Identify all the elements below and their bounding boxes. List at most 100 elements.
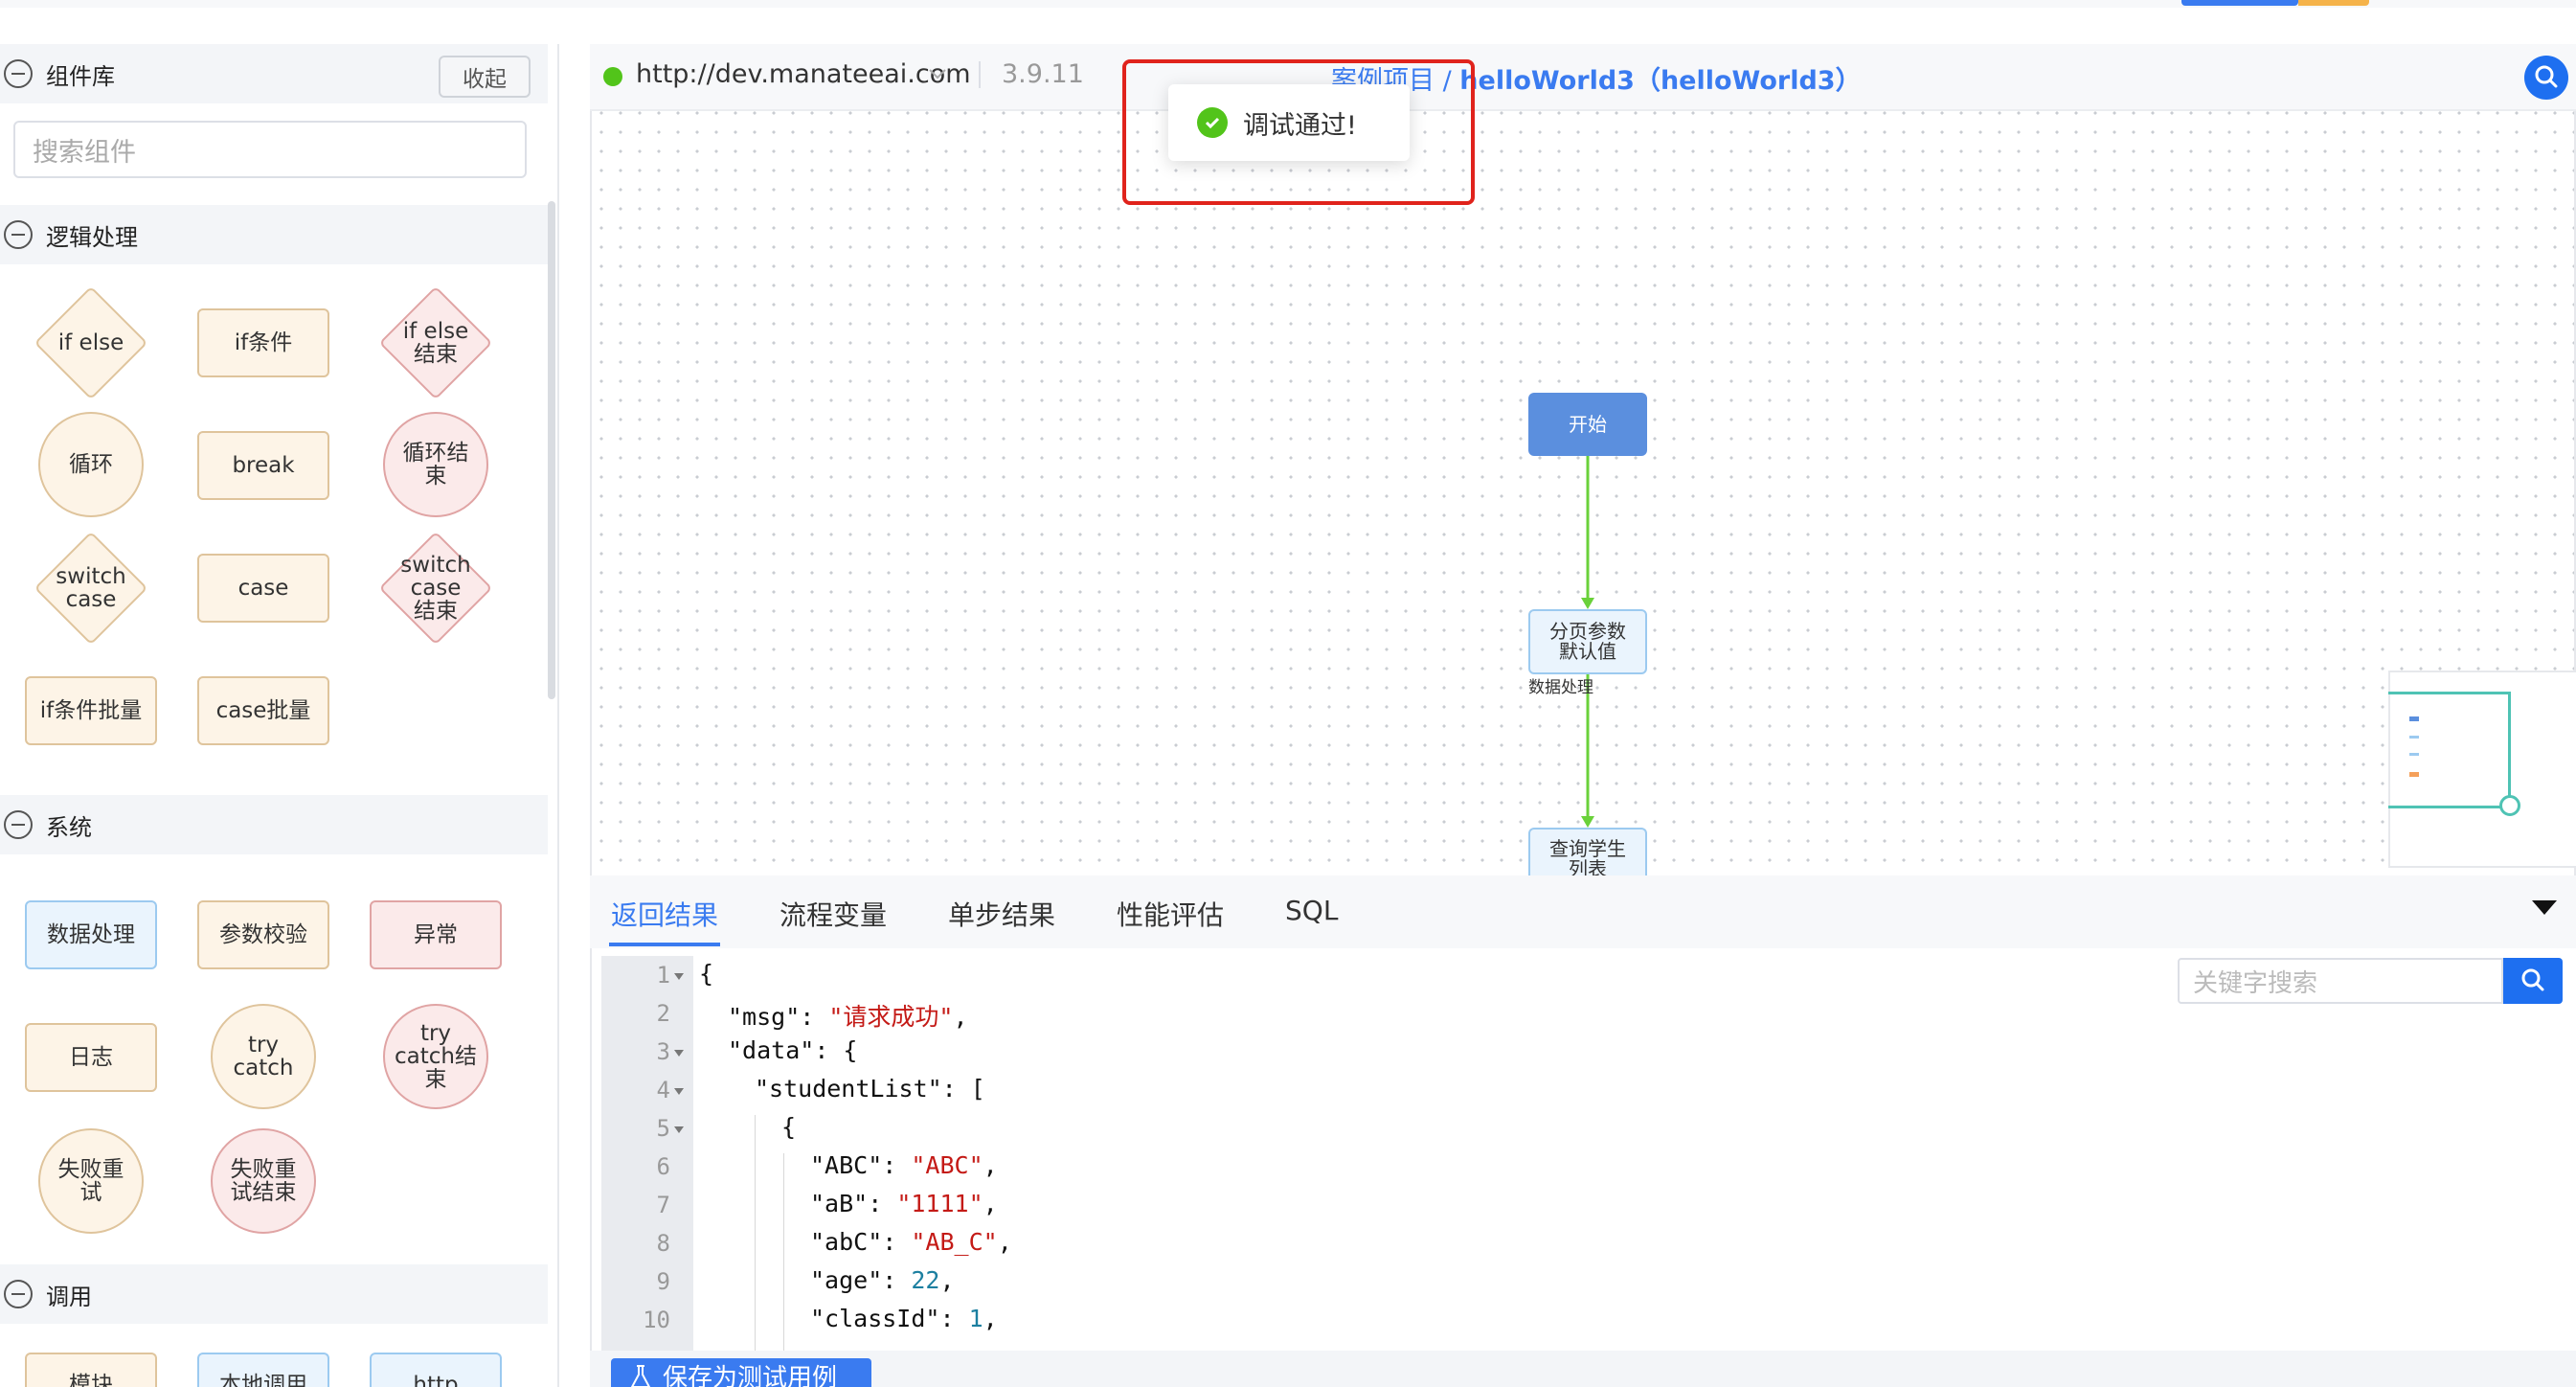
component-try-catch[interactable]: try catch <box>211 1004 316 1109</box>
tab-step-result[interactable]: 单步结果 <box>948 899 1056 931</box>
component-search-input[interactable]: 搜索组件 <box>13 121 527 178</box>
component-try-catch-end[interactable]: try catch结 束 <box>383 1004 488 1109</box>
code-key: "aB" <box>810 1190 869 1217</box>
top-tab-indicator[interactable] <box>2181 0 2298 6</box>
tab-return-result[interactable]: 返回结果 <box>611 899 719 931</box>
component-case[interactable]: case <box>197 554 329 623</box>
flow-edges <box>1581 456 1594 828</box>
indent-guide <box>755 1115 756 1351</box>
result-footer <box>590 1351 2576 1387</box>
component-log[interactable]: 日志 <box>25 1023 157 1092</box>
code-number: 22 <box>911 1266 940 1294</box>
section-call-title: 调用 <box>46 1283 92 1310</box>
flow-node-query-students[interactable]: 查询学生 列表 <box>1528 828 1647 877</box>
component-retry[interactable]: 失败重 试 <box>38 1128 144 1234</box>
component-switch-case-end[interactable]: switch case 结束 <box>378 531 493 646</box>
code-key: "classId" <box>810 1305 940 1332</box>
component-module[interactable]: 模块 <box>25 1353 157 1387</box>
section-logic-header[interactable]: 逻辑处理 <box>0 205 548 264</box>
left-scrollbar[interactable] <box>548 201 555 699</box>
node-type-caption: 数据处理 <box>1528 678 1593 697</box>
line-number: 3 <box>656 1038 670 1065</box>
keyword-search-input[interactable]: 关键字搜索 <box>2178 958 2503 1004</box>
code-number: 1 <box>968 1305 983 1332</box>
code-text: : { <box>814 1036 858 1064</box>
canvas-minimap[interactable] <box>2388 671 2576 868</box>
chevron-down-icon[interactable] <box>925 61 950 86</box>
save-as-test-case-label: 保存为测试用例 <box>663 1364 838 1387</box>
fold-toggle-icon[interactable] <box>674 1126 684 1133</box>
search-icon <box>2535 65 2558 88</box>
top-tab-indicator-alt[interactable] <box>2298 0 2369 6</box>
top-strip <box>0 0 2576 8</box>
line-number: 1 <box>656 962 670 989</box>
node-label: 分页参数 默认值 <box>1549 620 1626 663</box>
component-label: 日志 <box>69 1044 113 1070</box>
component-if-batch[interactable]: if条件批量 <box>25 676 157 745</box>
component-label: case批量 <box>215 697 311 723</box>
component-param-validation[interactable]: 参数校验 <box>197 900 329 969</box>
component-loop-end[interactable]: 循环结 束 <box>383 412 488 517</box>
component-label: if else <box>57 330 124 355</box>
component-switch-case[interactable]: switch case <box>34 531 148 646</box>
component-case-batch[interactable]: case批量 <box>197 676 329 745</box>
minimap-resize-handle[interactable] <box>2499 795 2520 816</box>
component-loop[interactable]: 循环 <box>38 412 144 517</box>
component-exception[interactable]: 异常 <box>370 900 502 969</box>
divider <box>979 61 981 88</box>
component-library-header: 组件库 收起 <box>0 44 548 103</box>
section-system-title: 系统 <box>46 813 92 841</box>
line-number: 9 <box>656 1268 670 1295</box>
component-library-title: 组件库 <box>46 62 115 90</box>
caret-down-icon[interactable] <box>2532 900 2557 915</box>
fold-toggle-icon[interactable] <box>674 973 684 980</box>
line-number: 10 <box>643 1307 670 1333</box>
line-number: 7 <box>656 1192 670 1218</box>
section-logic-title: 逻辑处理 <box>46 223 138 251</box>
canvas-search-button[interactable] <box>2524 56 2568 100</box>
code-gutter <box>601 956 693 1351</box>
collapse-circle-icon[interactable] <box>4 810 33 839</box>
component-data-processing[interactable]: 数据处理 <box>25 900 157 969</box>
component-if-condition[interactable]: if条件 <box>197 308 329 377</box>
minimap-node <box>2409 716 2419 721</box>
version-label: 3.9.11 <box>1002 59 1084 89</box>
tab-performance[interactable]: 性能评估 <box>1117 899 1225 931</box>
component-if-else[interactable]: if else <box>34 285 148 400</box>
tab-sql[interactable]: SQL <box>1285 895 1339 926</box>
minimap-node <box>2409 736 2419 739</box>
component-retry-end[interactable]: 失败重 试结束 <box>211 1128 316 1234</box>
component-label: switch case 结束 <box>400 552 471 625</box>
collapse-circle-icon[interactable] <box>4 1280 33 1308</box>
section-call-header[interactable]: 调用 <box>0 1264 548 1324</box>
fold-toggle-icon[interactable] <box>674 1050 684 1057</box>
code-string: "ABC" <box>911 1151 983 1179</box>
keyword-search-button[interactable] <box>2503 958 2563 1004</box>
collapse-circle-icon[interactable] <box>4 59 33 88</box>
tab-flow-variables[interactable]: 流程变量 <box>780 899 888 931</box>
env-status-dot <box>603 67 622 86</box>
component-break[interactable]: break <box>197 431 329 500</box>
save-as-test-case-button[interactable]: 保存为测试用例 <box>611 1358 871 1387</box>
component-local-call[interactable]: 本地调用 <box>197 1353 329 1387</box>
code-line-8: "abC": "AB_C", <box>810 1228 1012 1256</box>
component-label: break <box>232 452 295 478</box>
component-if-else-end[interactable]: if else 结束 <box>378 285 493 400</box>
env-url-select[interactable]: http://dev.manateeai.com <box>636 59 971 89</box>
line-number: 6 <box>656 1153 670 1180</box>
line-number: 8 <box>656 1230 670 1257</box>
collapse-button[interactable]: 收起 <box>439 56 531 98</box>
minimap-viewport[interactable] <box>2388 692 2511 808</box>
flow-node-page-params[interactable]: 分页参数 默认值 <box>1528 609 1647 674</box>
code-key: "data" <box>728 1036 815 1064</box>
collapse-circle-icon[interactable] <box>4 220 33 249</box>
fold-toggle-icon[interactable] <box>674 1088 684 1095</box>
flow-node-start[interactable]: 开始 <box>1528 393 1647 456</box>
section-system-header[interactable]: 系统 <box>0 795 548 854</box>
component-http[interactable]: http <box>370 1353 502 1387</box>
toast-message: 调试通过! <box>1243 110 1357 141</box>
component-label: 失败重 试 <box>57 1156 124 1205</box>
flow-canvas[interactable] <box>590 44 2576 875</box>
active-tab-indicator <box>609 943 720 946</box>
code-line-6: "ABC": "ABC", <box>810 1151 998 1179</box>
